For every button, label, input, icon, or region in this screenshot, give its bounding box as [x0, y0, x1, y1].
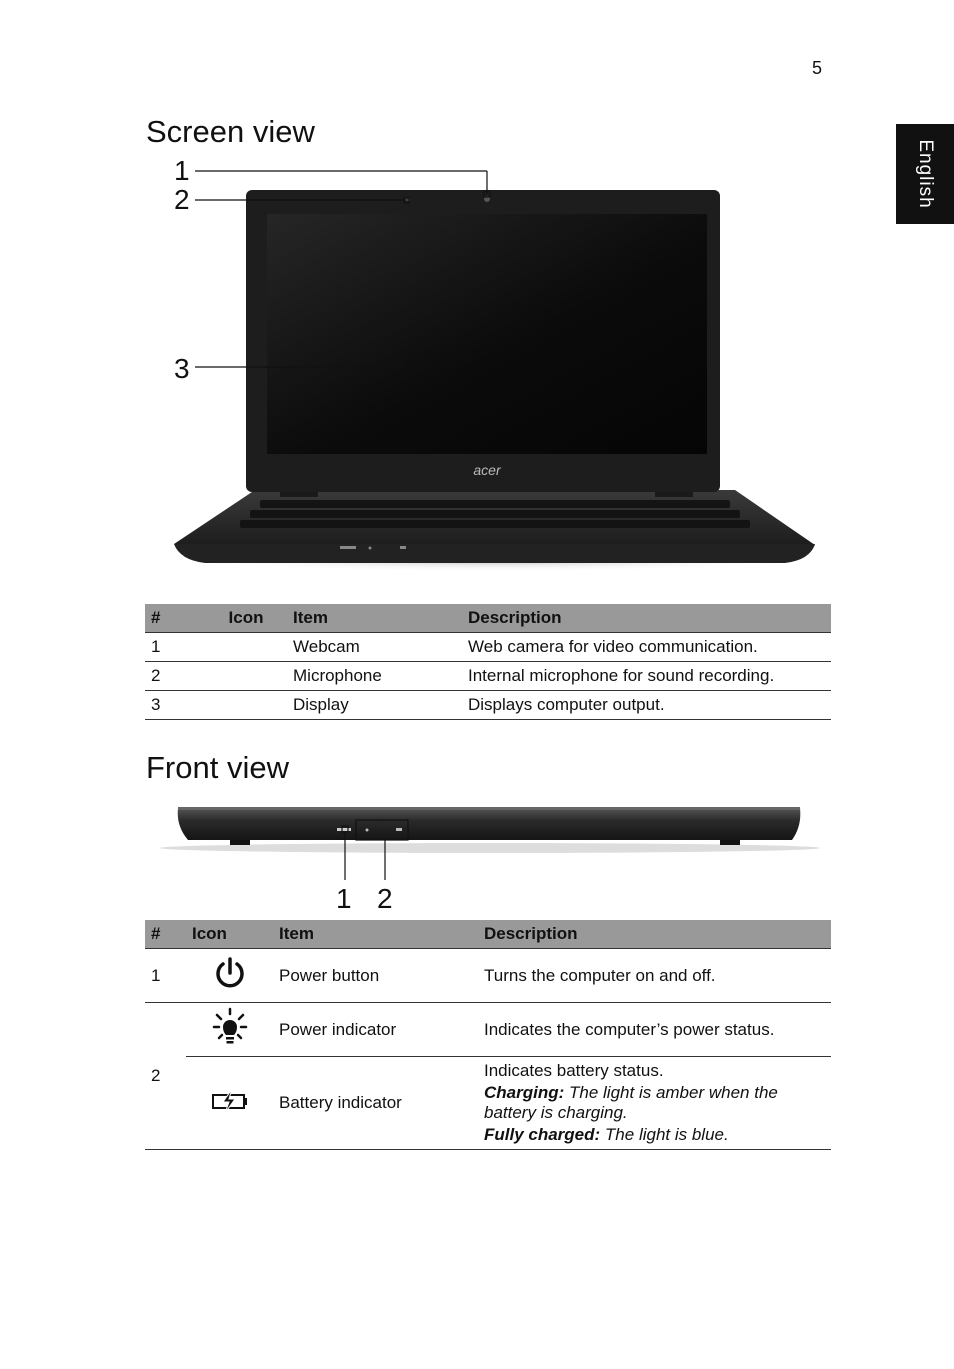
header-num: #	[145, 920, 186, 949]
row-description: Internal microphone for sound recording.	[462, 661, 831, 691]
row-description: Web camera for video communication.	[462, 632, 831, 662]
table-row: 2 Microphone Internal microphone for sou…	[145, 661, 831, 691]
header-description: Description	[462, 604, 831, 633]
charged-text: The light is blue.	[604, 1125, 729, 1144]
language-tab: English	[896, 124, 954, 224]
row-number: 1	[145, 948, 186, 1003]
row-icon-empty	[205, 632, 287, 662]
row-item: Webcam	[287, 632, 462, 662]
power-icon	[215, 957, 244, 988]
table-row: 1 Power button Turns the computer on and…	[145, 948, 831, 1003]
front-view-title: Front view	[146, 750, 289, 785]
header-description: Description	[478, 920, 831, 949]
table-row: 1 Webcam Web camera for video communicat…	[145, 632, 831, 662]
row-icon	[186, 1056, 273, 1150]
row-description: Indicates the computer’s power status.	[478, 1002, 831, 1057]
battery-charging-icon	[211, 1088, 247, 1113]
row-item: Power button	[273, 948, 478, 1003]
laptop-screen-illustration: acer 1 2 3	[174, 155, 815, 572]
row-icon-empty	[205, 690, 287, 720]
row-item: Power indicator	[273, 1002, 478, 1057]
power-indicator-icon	[212, 1007, 247, 1044]
screen-view-title: Screen view	[146, 114, 315, 149]
header-item: Item	[273, 920, 478, 949]
row-icon	[186, 948, 273, 1003]
row-icon-empty	[205, 661, 287, 691]
charged-note: Fully charged: The light is blue.	[484, 1125, 825, 1145]
callout-1: 1	[174, 155, 190, 186]
header-num: #	[145, 604, 205, 633]
screen-view-table: # Icon Item Description 1 Webcam Web cam…	[145, 604, 831, 720]
header-icon: Icon	[186, 920, 273, 949]
table-row: 3 Display Displays computer output.	[145, 690, 831, 720]
callout-1: 1	[336, 883, 352, 914]
row-description: Displays computer output.	[462, 690, 831, 720]
charged-label: Fully charged:	[484, 1125, 601, 1144]
charging-note: Charging: The light is amber when the ba…	[484, 1083, 825, 1123]
table-header-row: # Icon Item Description	[145, 604, 831, 633]
acer-logo: acer	[473, 462, 502, 478]
row-icon	[186, 1002, 273, 1057]
front-view-table: # Icon Item Description 1 Power button T…	[145, 920, 831, 1150]
charging-text: The light is amber when the battery is c…	[484, 1083, 778, 1122]
table-row: 2 Power indicato	[145, 1002, 831, 1150]
callout-3: 3	[174, 353, 190, 384]
row-number: 2	[145, 661, 205, 691]
laptop-front-illustration: 1 2	[160, 807, 820, 914]
row-item: Microphone	[287, 661, 462, 691]
row-number: 1	[145, 632, 205, 662]
row-item: Battery indicator	[273, 1056, 478, 1150]
header-icon: Icon	[205, 604, 287, 633]
row-description: Indicates battery status.	[484, 1061, 664, 1080]
page-number: 5	[812, 58, 823, 78]
row-item: Display	[287, 690, 462, 720]
charging-label: Charging:	[484, 1083, 565, 1102]
callout-2: 2	[377, 883, 393, 914]
header-item: Item	[287, 604, 462, 633]
table-header-row: # Icon Item Description	[145, 920, 831, 949]
row-description-cell: Indicates battery status. Charging: The …	[478, 1056, 831, 1150]
table-row: Battery indicator Indicates battery stat…	[145, 1056, 831, 1150]
row-number: 2	[145, 1002, 186, 1150]
row-description: Turns the computer on and off.	[478, 948, 831, 1003]
callout-2: 2	[174, 184, 190, 215]
language-tab-label: English	[915, 139, 936, 209]
row-number: 3	[145, 690, 205, 720]
